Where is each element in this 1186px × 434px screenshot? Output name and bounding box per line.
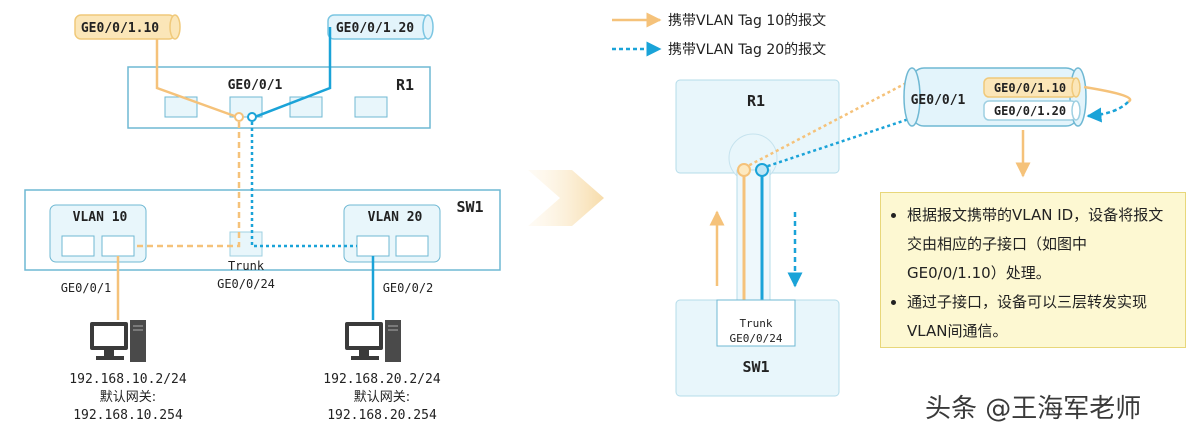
- right-trunk-tube: [736, 169, 771, 301]
- right-subinterface-10: [983, 77, 1081, 98]
- legend-tag20-label: 携带VLAN Tag 20的报文: [668, 42, 826, 58]
- right-sub10-label: GE0/0/1.10: [994, 81, 1066, 95]
- right-vlan10-dot: [737, 163, 751, 177]
- left-switch-name: SW1: [456, 198, 483, 216]
- left-port2-label: GE0/0/2: [383, 281, 434, 295]
- right-vlan20-dot: [755, 163, 769, 177]
- left-sub20-label: GE0/0/1.20: [336, 21, 414, 36]
- left-vlan20-port-b: [395, 235, 429, 257]
- right-vlan20-connector: [761, 116, 913, 170]
- right-trunk-port-label: GE0/0/24: [730, 332, 783, 345]
- pc-icon: [90, 320, 146, 362]
- left-vlan20-path: [250, 122, 357, 248]
- left-vlan10-path: [134, 122, 241, 248]
- left-vlan20-port-a: [356, 235, 390, 257]
- left-vlan20-label: VLAN 20: [368, 210, 423, 225]
- pc-icon: [345, 320, 401, 362]
- left-trunk-label: Trunk: [228, 259, 265, 273]
- right-trunk-port-box: [716, 299, 796, 347]
- pc1-ip: 192.168.10.2/24: [69, 372, 187, 387]
- left-vlan20-dot: [247, 112, 257, 122]
- pc2-gateway: 192.168.20.254: [327, 408, 437, 423]
- left-vlan10-port-a: [61, 235, 95, 257]
- note-item-2: 通过子接口，设备可以三层转发实现VLAN间通信。: [907, 288, 1175, 346]
- right-vlan20-curve: [1086, 101, 1129, 123]
- left-sub10-label: GE0/0/1.10: [81, 21, 159, 36]
- left-vlan10-port-b: [101, 235, 135, 257]
- pc2-ip: 192.168.20.2/24: [323, 372, 441, 387]
- left-subinterface-20: GE0/0/1.20: [327, 14, 434, 40]
- watermark: 头条 @王海军老师: [925, 394, 1142, 424]
- legend-tag10-label: 携带VLAN Tag 10的报文: [668, 13, 826, 29]
- left-sub20-line: [251, 27, 332, 120]
- right-vlan10-curve: [1083, 85, 1132, 104]
- pc1-gateway: 192.168.10.254: [73, 408, 183, 423]
- right-port-label: GE0/0/1: [911, 93, 966, 108]
- right-switch-name: SW1: [742, 358, 769, 376]
- right-vlan10-connector: [743, 78, 913, 170]
- note-item-1: 根据报文携带的VLAN ID，设备将报文交由相应的子接口（如图中GE0/0/1.…: [907, 201, 1175, 288]
- left-trunk-port-label: GE0/0/24: [217, 277, 275, 291]
- right-trunk-label: Trunk: [739, 317, 772, 330]
- right-sub20-label: GE0/0/1.20: [994, 104, 1066, 118]
- left-sub10-line: [155, 39, 241, 120]
- left-vlan10-label: VLAN 10: [73, 210, 128, 225]
- left-router-port-3: [289, 96, 323, 118]
- left-router-port-2: [229, 96, 263, 118]
- left-trunk-port: [229, 231, 263, 257]
- left-vlan10-dot: [234, 112, 244, 122]
- transition-arrow-icon: [528, 170, 604, 226]
- left-router-port-label: GE0/0/1: [228, 78, 283, 93]
- pc2-gateway-label: 默认网关:: [354, 389, 410, 405]
- pc1-gateway-label: 默认网关:: [100, 389, 156, 405]
- left-router-port-4: [354, 96, 388, 118]
- left-subinterface-10: GE0/0/1.10: [74, 14, 181, 40]
- right-subinterface-20: [983, 100, 1081, 121]
- right-router-name: R1: [747, 92, 765, 110]
- explanation-note: 根据报文携带的VLAN ID，设备将报文交由相应的子接口（如图中GE0/0/1.…: [880, 192, 1186, 348]
- left-router-name: R1: [396, 76, 414, 94]
- left-port1-label: GE0/0/1: [61, 281, 112, 295]
